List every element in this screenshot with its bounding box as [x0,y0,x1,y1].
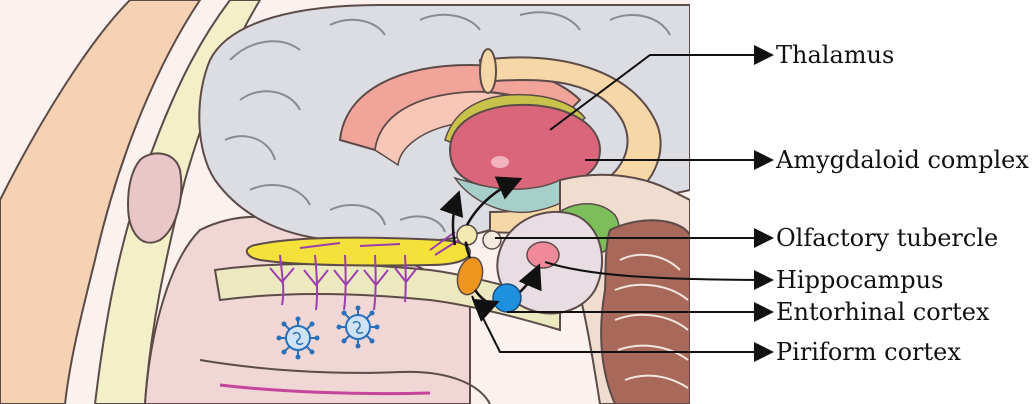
label-entorhinal-cortex: Entorhinal cortex [776,298,990,326]
label-olfactory-tubercle: Olfactory tubercle [776,224,998,252]
olfactory-tubercle-node [457,225,477,245]
amygdala-node [483,231,501,249]
virus-icon [277,317,320,360]
thalamus-highlight [491,156,509,168]
label-amygdaloid-complex: Amygdaloid complex [776,146,1029,174]
virus-icon [337,306,380,349]
tube-cap [480,49,496,93]
label-hippocampus: Hippocampus [776,266,943,294]
label-thalamus: Thalamus [776,41,894,69]
label-piriform-cortex: Piriform cortex [776,338,961,366]
entorhinal-cortex [493,284,521,312]
